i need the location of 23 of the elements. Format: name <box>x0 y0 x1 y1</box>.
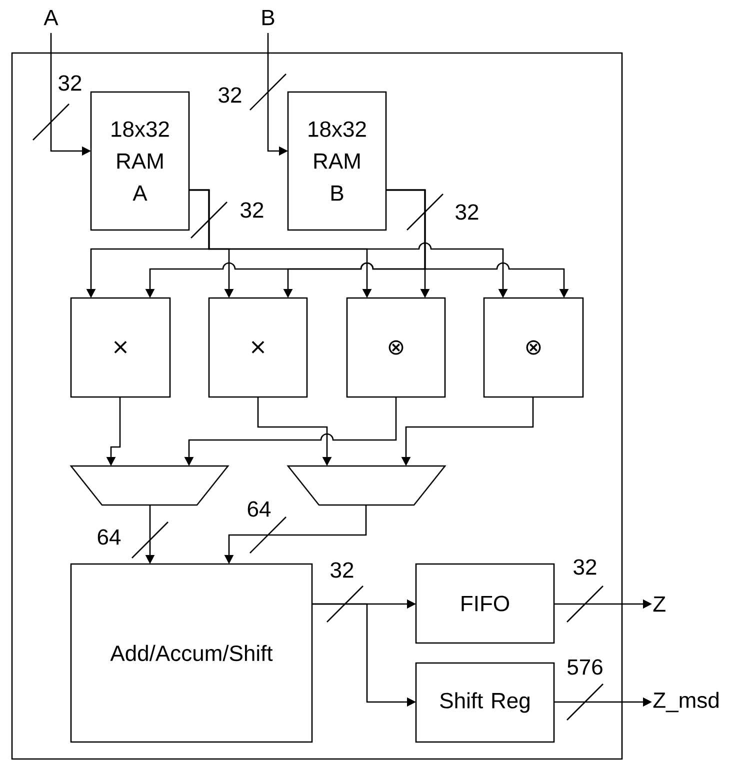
shift-register-box: Shift Reg <box>415 662 555 743</box>
memory-block: 18x32 RAM B <box>287 91 387 231</box>
multiplier-box: × <box>208 297 308 398</box>
fifo-box: FIFO <box>415 563 555 644</box>
edge-label: 32 <box>218 87 242 103</box>
edge-label: 32 <box>240 202 264 218</box>
edge-label: 32 <box>574 559 596 575</box>
multiplier-box: × <box>70 297 171 398</box>
edge-label: 32 <box>58 75 82 91</box>
multiplier-box: ⊗ <box>483 297 584 398</box>
outer-frame <box>11 52 623 760</box>
edge-label: 64 <box>248 501 271 517</box>
edge-label: 64 <box>98 529 121 545</box>
accumulator-box: Add/Accum/Shift <box>70 563 313 743</box>
multiplier-box: ⊗ <box>346 297 446 398</box>
edge-label: 576 <box>568 659 602 675</box>
output-label: Z <box>653 596 666 612</box>
input-label: A <box>44 10 58 26</box>
output-label: Z_msd <box>653 692 718 712</box>
memory-block: 18x32 RAM A <box>90 91 190 231</box>
edge-label: 32 <box>456 204 478 220</box>
input-label: B <box>262 10 274 26</box>
edge-label: 32 <box>330 562 354 578</box>
